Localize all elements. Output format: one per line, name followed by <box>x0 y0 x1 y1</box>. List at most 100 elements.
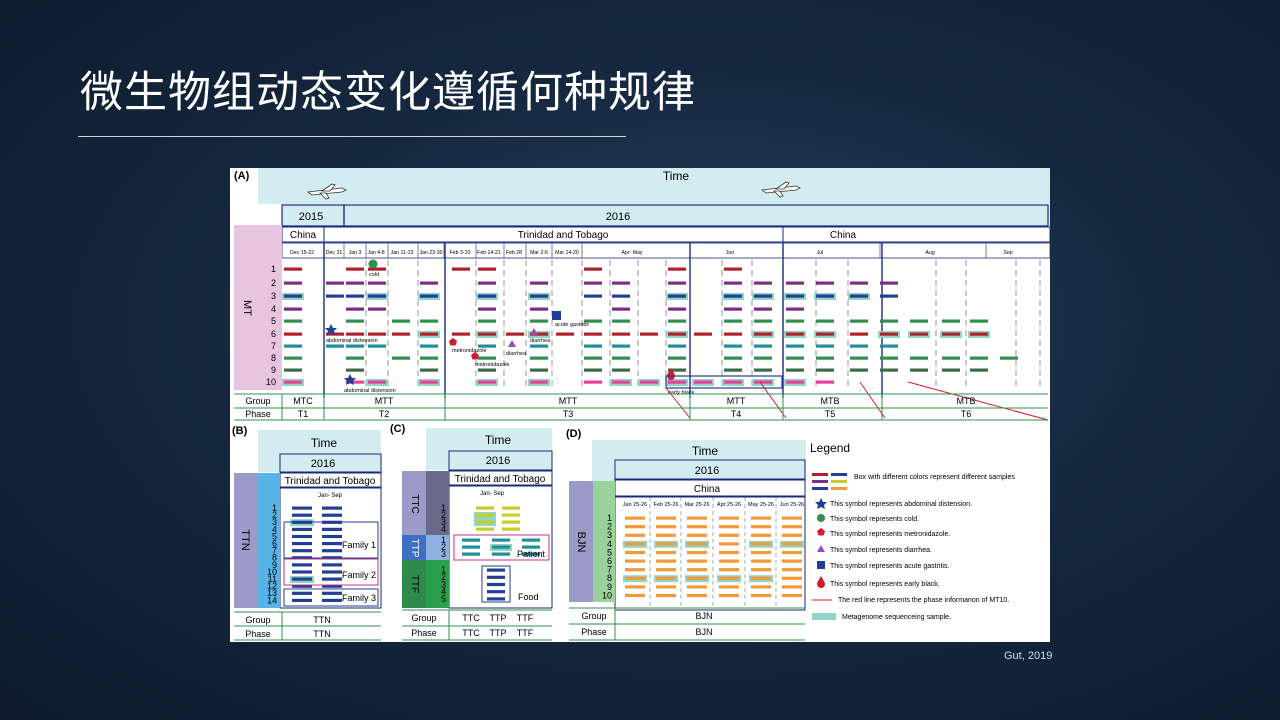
patient-box <box>453 534 550 561</box>
legend-item-abdominal: This symbol represents abdominal distens… <box>830 501 972 508</box>
row-number: 2 <box>441 572 446 582</box>
row-number: 4 <box>272 524 277 534</box>
sample-box <box>346 344 364 348</box>
bjn-side-label: BJN <box>575 532 587 553</box>
period-label: Apr- May <box>621 250 642 256</box>
sample-box <box>522 545 540 549</box>
row-number: 2 <box>441 542 446 552</box>
sample-box <box>754 332 772 336</box>
sample-box <box>612 344 630 348</box>
row-number: 2 <box>441 510 446 520</box>
sample-box <box>625 516 645 520</box>
time-header-a <box>258 168 1050 204</box>
ttc-side-panel <box>402 471 426 535</box>
row-number: 8 <box>272 553 277 563</box>
star-icon <box>325 324 337 335</box>
sample-box <box>751 576 771 580</box>
sample-box <box>751 593 771 598</box>
event-label: diarrhea <box>506 351 527 357</box>
phase-line <box>859 381 886 419</box>
sample-box <box>625 568 645 572</box>
sample-box <box>687 568 707 572</box>
sample-box <box>786 319 804 323</box>
phase-d: BJN <box>695 627 712 637</box>
sample-box <box>612 368 630 372</box>
food-box <box>481 565 511 603</box>
period-label: Jan 25-26 <box>623 502 647 508</box>
sample-box <box>786 307 804 311</box>
sample-box <box>584 332 602 336</box>
sample-box <box>942 332 960 336</box>
period-label: Dec 31 <box>326 250 343 256</box>
sample-box <box>322 506 342 510</box>
family-3-label: Family 3 <box>342 593 376 603</box>
sample-box <box>782 559 802 563</box>
sample-box <box>284 294 302 298</box>
sample-box <box>322 570 342 574</box>
row-number: 1 <box>271 264 276 274</box>
row-number: 3 <box>607 530 612 540</box>
sample-box <box>322 563 342 567</box>
sample-box <box>656 542 676 546</box>
sample-box <box>724 307 742 311</box>
sample-box <box>656 576 676 580</box>
mt10-highlight-box <box>665 375 783 389</box>
event-label: early black <box>668 390 695 396</box>
pentagon-icon <box>471 352 479 360</box>
sample-box <box>584 356 602 360</box>
sample-box <box>292 577 312 581</box>
sample-box <box>751 516 771 520</box>
place-d: China <box>694 484 721 495</box>
sample-box <box>754 380 772 384</box>
sample-box <box>880 368 898 372</box>
family-2-label: Family 2 <box>342 570 376 580</box>
sample-box <box>487 597 505 601</box>
sample-box <box>880 356 898 360</box>
sample-box <box>724 267 742 271</box>
sample-box <box>754 368 772 372</box>
time-label-d: Time <box>692 444 719 458</box>
sample-box <box>782 568 802 572</box>
row-number: 4 <box>441 587 446 597</box>
panel-c: (C) Time 2016 Trinidad and Tobago Jan- S… <box>390 423 553 641</box>
sample-box <box>612 380 630 384</box>
family-3-box <box>283 588 379 607</box>
sample-box <box>668 344 686 348</box>
group-ttf: TTF <box>517 613 534 623</box>
sample-box <box>292 534 312 539</box>
period-label: Mar 25-26 <box>684 502 709 508</box>
event-label: cold <box>369 272 379 278</box>
sample-box <box>368 332 386 336</box>
row-number: 9 <box>271 365 276 375</box>
sample-box <box>970 356 988 360</box>
group-ttp: TTP <box>490 613 507 623</box>
period-label: Jun <box>726 250 734 256</box>
sample-box <box>584 281 602 285</box>
sample-box <box>476 527 494 531</box>
sample-box <box>492 552 510 556</box>
sample-box <box>346 319 364 323</box>
event-label: acute gastritis <box>555 322 589 328</box>
sample-box <box>502 513 520 517</box>
sample-box <box>346 380 364 384</box>
panel-a-label: (A) <box>234 170 250 182</box>
sample-box <box>656 533 676 537</box>
sample-box <box>346 281 364 285</box>
sample-box <box>487 568 505 572</box>
sample-box <box>292 584 312 588</box>
sample-box <box>284 356 302 360</box>
sample-box <box>625 550 645 555</box>
sample-box <box>970 319 988 323</box>
group-label-c: Group <box>411 613 436 623</box>
sample-box <box>478 344 496 348</box>
event-label: abdominal distension <box>326 338 378 344</box>
circle-icon <box>368 259 378 269</box>
legend-item-gastritis: This symbol represents acute gastritis. <box>830 563 949 570</box>
sample-box <box>687 576 707 580</box>
sample-box <box>452 332 470 336</box>
bjn-side-panel <box>569 481 593 602</box>
row-number: 13 <box>267 588 277 598</box>
sample-box <box>368 344 386 348</box>
row-number: 4 <box>271 304 276 314</box>
sample-box <box>724 344 742 348</box>
